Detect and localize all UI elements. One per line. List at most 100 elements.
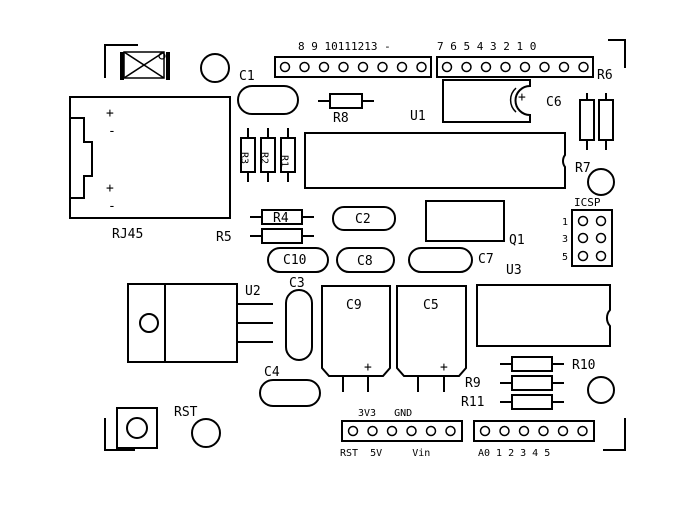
label-r3: R3 [239, 152, 250, 164]
digital-header-high [274, 56, 432, 78]
label-u3: U3 [506, 263, 522, 278]
label-c1: C1 [239, 69, 255, 84]
label-rj45-plus-1: + [106, 106, 114, 121]
digital-low-pin [519, 61, 531, 73]
top-header-left-labels: 8 9 10111213 - [298, 40, 391, 53]
label-c5-plus: + [440, 360, 448, 375]
power-pin [347, 425, 359, 437]
crystal-q1 [425, 200, 505, 242]
corner-bracket-top-left [104, 44, 138, 78]
capacitor-c2 [332, 206, 396, 231]
corner-bracket-bottom-right [603, 418, 626, 451]
digital-low-pin [500, 61, 511, 73]
label-u1: U1 [410, 109, 426, 124]
analog-pin [538, 425, 549, 437]
power-pin [406, 425, 417, 437]
digital-high-pin [357, 61, 369, 73]
label-icsp-pin-1: 1 [562, 217, 568, 228]
digital-high-pin [279, 61, 291, 73]
capacitor-c1 [237, 85, 299, 115]
mounting-hole-right [587, 168, 615, 196]
label-r10: R10 [572, 358, 595, 373]
power-header-top-labels: 3V3 GND [358, 408, 412, 419]
rj45-connector [69, 96, 231, 219]
digital-high-pin [318, 61, 330, 73]
resistors-r10-r9-r11 [500, 356, 564, 410]
analog-pin [577, 425, 588, 437]
digital-header-low [436, 56, 594, 78]
capacitor-c8 [336, 247, 395, 273]
digital-high-pin [338, 61, 349, 73]
mounting-hole-bottom-left [191, 418, 221, 448]
digital-high-pin [377, 61, 388, 73]
power-header [341, 420, 463, 442]
power-pin [367, 425, 378, 437]
label-r4: R4 [273, 211, 289, 226]
label-c4: C4 [264, 365, 280, 380]
label-c3: C3 [289, 276, 305, 291]
power-header-bottom-labels: RST 5V Vin [340, 448, 430, 459]
label-icsp-pin-3: 3 [562, 234, 568, 245]
digital-low-pin [539, 61, 550, 73]
icsp-header [571, 209, 613, 267]
label-r2: R2 [259, 152, 270, 164]
label-r8: R8 [333, 111, 349, 126]
label-c6: C6 [546, 95, 562, 110]
label-c7: C7 [478, 252, 494, 267]
label-r7: R7 [575, 161, 591, 176]
resistor-r5 [250, 228, 314, 244]
digital-high-pin [299, 61, 310, 73]
label-r1: R1 [279, 155, 290, 167]
label-u2: U2 [245, 284, 261, 299]
power-pin [445, 425, 456, 437]
label-c5: C5 [423, 298, 439, 313]
capacitor-c9 [321, 285, 391, 392]
label-c9: C9 [346, 298, 362, 313]
digital-high-pin [396, 61, 408, 73]
chip-u1 [304, 132, 566, 189]
label-rj45-plus-2: + [106, 181, 114, 196]
capacitor-c6 [442, 79, 531, 123]
label-c9-plus: + [364, 360, 372, 375]
resistors-r1-r2-r3 [240, 128, 296, 182]
label-q1: Q1 [509, 233, 525, 248]
capacitor-c10 [267, 247, 329, 273]
digital-low-pin [558, 61, 570, 73]
capacitor-c4 [259, 379, 321, 407]
label-c10: C10 [283, 253, 306, 268]
label-icsp: ICSP [574, 196, 601, 209]
digital-high-pin [416, 61, 427, 73]
label-r5: R5 [216, 230, 232, 245]
digital-low-pin [480, 61, 492, 73]
label-c8: C8 [357, 254, 373, 269]
label-r9: R9 [465, 376, 481, 391]
power-jack-icon [120, 51, 170, 80]
analog-pin [499, 425, 510, 437]
label-rst: RST [174, 405, 198, 420]
analog-pin [518, 425, 530, 437]
analog-header-labels: A0 1 2 3 4 5 [478, 448, 550, 459]
label-rj45-minus-2: - [108, 199, 116, 214]
resistor-r8 [318, 93, 374, 109]
header-pins [279, 61, 589, 437]
label-c6-plus: + [518, 90, 526, 105]
analog-header [473, 420, 595, 442]
chip-u3 [476, 284, 611, 347]
capacitor-c7 [408, 247, 473, 273]
resistor-r6-r7-pair [579, 93, 614, 150]
power-pin [386, 425, 398, 437]
mounting-hole-top [200, 53, 230, 83]
mounting-hole-bottom-right [587, 376, 615, 404]
resistor-r4 [250, 209, 314, 225]
label-c2: C2 [355, 212, 371, 227]
capacitor-c5 [396, 285, 467, 392]
digital-low-pin [461, 61, 472, 73]
digital-low-pin [578, 61, 589, 73]
corner-bracket-top-right [608, 39, 626, 68]
voltage-regulator-u2 [127, 283, 273, 363]
power-pin [425, 425, 437, 437]
digital-low-pin [441, 61, 453, 73]
corner-bracket-bottom-left [104, 418, 135, 451]
label-r6: R6 [597, 68, 613, 83]
